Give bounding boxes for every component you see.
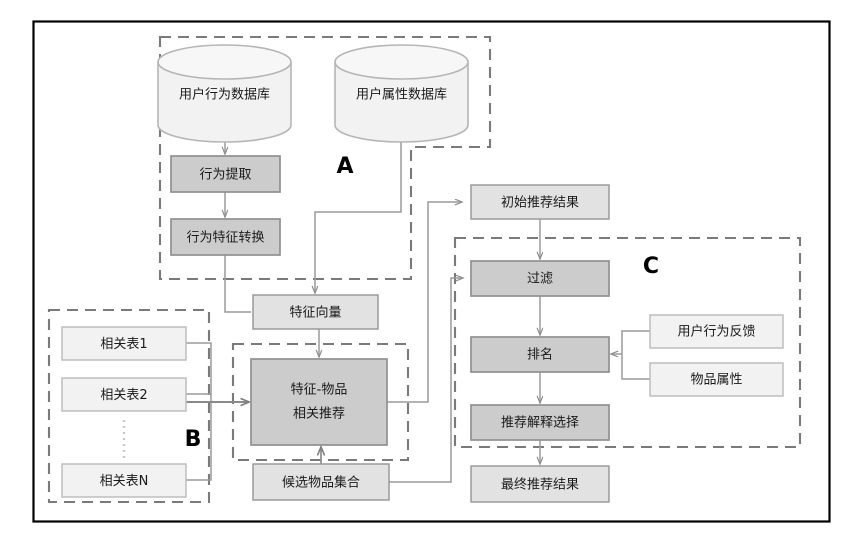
edge-tableN-to-bus [186,402,212,481]
node-candidate-item-set[interactable]: 候选物品集合 [252,463,390,501]
node-label: 过滤 [527,272,553,287]
node-label: 最终推荐结果 [501,477,579,493]
node-label: 用户行为反馈 [677,324,755,340]
edge-attributedb-to-featurevector [315,142,402,293]
node-final-recommend-result[interactable]: 最终推荐结果 [470,465,610,503]
group-c-boundary [453,236,802,449]
edge-recommend-to-initialresult [387,202,462,403]
node-recommend-explanation[interactable]: 推荐解释选择 [470,404,610,441]
node-label: 排名 [527,347,553,363]
node-label: 候选物品集合 [282,475,360,491]
node-ranking[interactable]: 排名 [470,336,610,373]
edge-itemattribute-to-bus [621,354,650,380]
node-initial-recommend-result[interactable]: 初始推荐结果 [470,184,610,220]
node-feature-item-recommend[interactable]: 特征-物品 相关推荐 [250,358,388,446]
node-user-behavior-db[interactable]: 用户行为数据库 [157,44,292,143]
node-label-line1: 特征-物品 [291,383,348,398]
node-label: 特征向量 [289,305,341,321]
node-label-line2: 相关推荐 [293,407,345,422]
node-label: 行为提取 [199,167,251,183]
node-related-table-n[interactable]: 相关表N [61,463,187,498]
group-label-b: B [185,427,202,452]
node-label: 行为特征转换 [186,231,264,246]
node-label: 用户属性数据库 [356,87,447,103]
node-related-table-1[interactable]: 相关表1 [61,326,187,361]
group-b-boundary [47,308,211,504]
node-label: 初始推荐结果 [501,196,579,211]
edge-candidateset-to-filter [389,278,463,483]
edge-table1-to-bus [186,342,212,402]
node-behavior-extraction[interactable]: 行为提取 [170,155,281,193]
node-label: 用户行为数据库 [179,87,270,103]
node-feature-vector[interactable]: 特征向量 [252,294,379,330]
edge-feedback-to-bus [621,330,650,354]
node-label: 相关表2 [100,388,147,403]
node-label: 相关表1 [100,337,147,352]
node-label: 物品属性 [690,373,742,388]
node-related-table-2[interactable]: 相关表2 [61,377,187,412]
node-filter[interactable]: 过滤 [470,260,610,297]
connector-layer [186,142,650,483]
edge-transform-to-featurevector [224,255,251,313]
group-label-c: C [643,254,659,279]
node-item-attribute[interactable]: 物品属性 [649,362,784,397]
node-user-attribute-db[interactable]: 用户属性数据库 [334,44,469,143]
node-label: 相关表N [100,474,149,489]
node-label: 推荐解释选择 [501,416,579,431]
node-user-behavior-feedback[interactable]: 用户行为反馈 [649,314,784,349]
group-a-boundary [158,35,492,281]
group-label-a: A [336,154,353,179]
node-behavior-feature-transform[interactable]: 行为特征转换 [170,218,281,256]
